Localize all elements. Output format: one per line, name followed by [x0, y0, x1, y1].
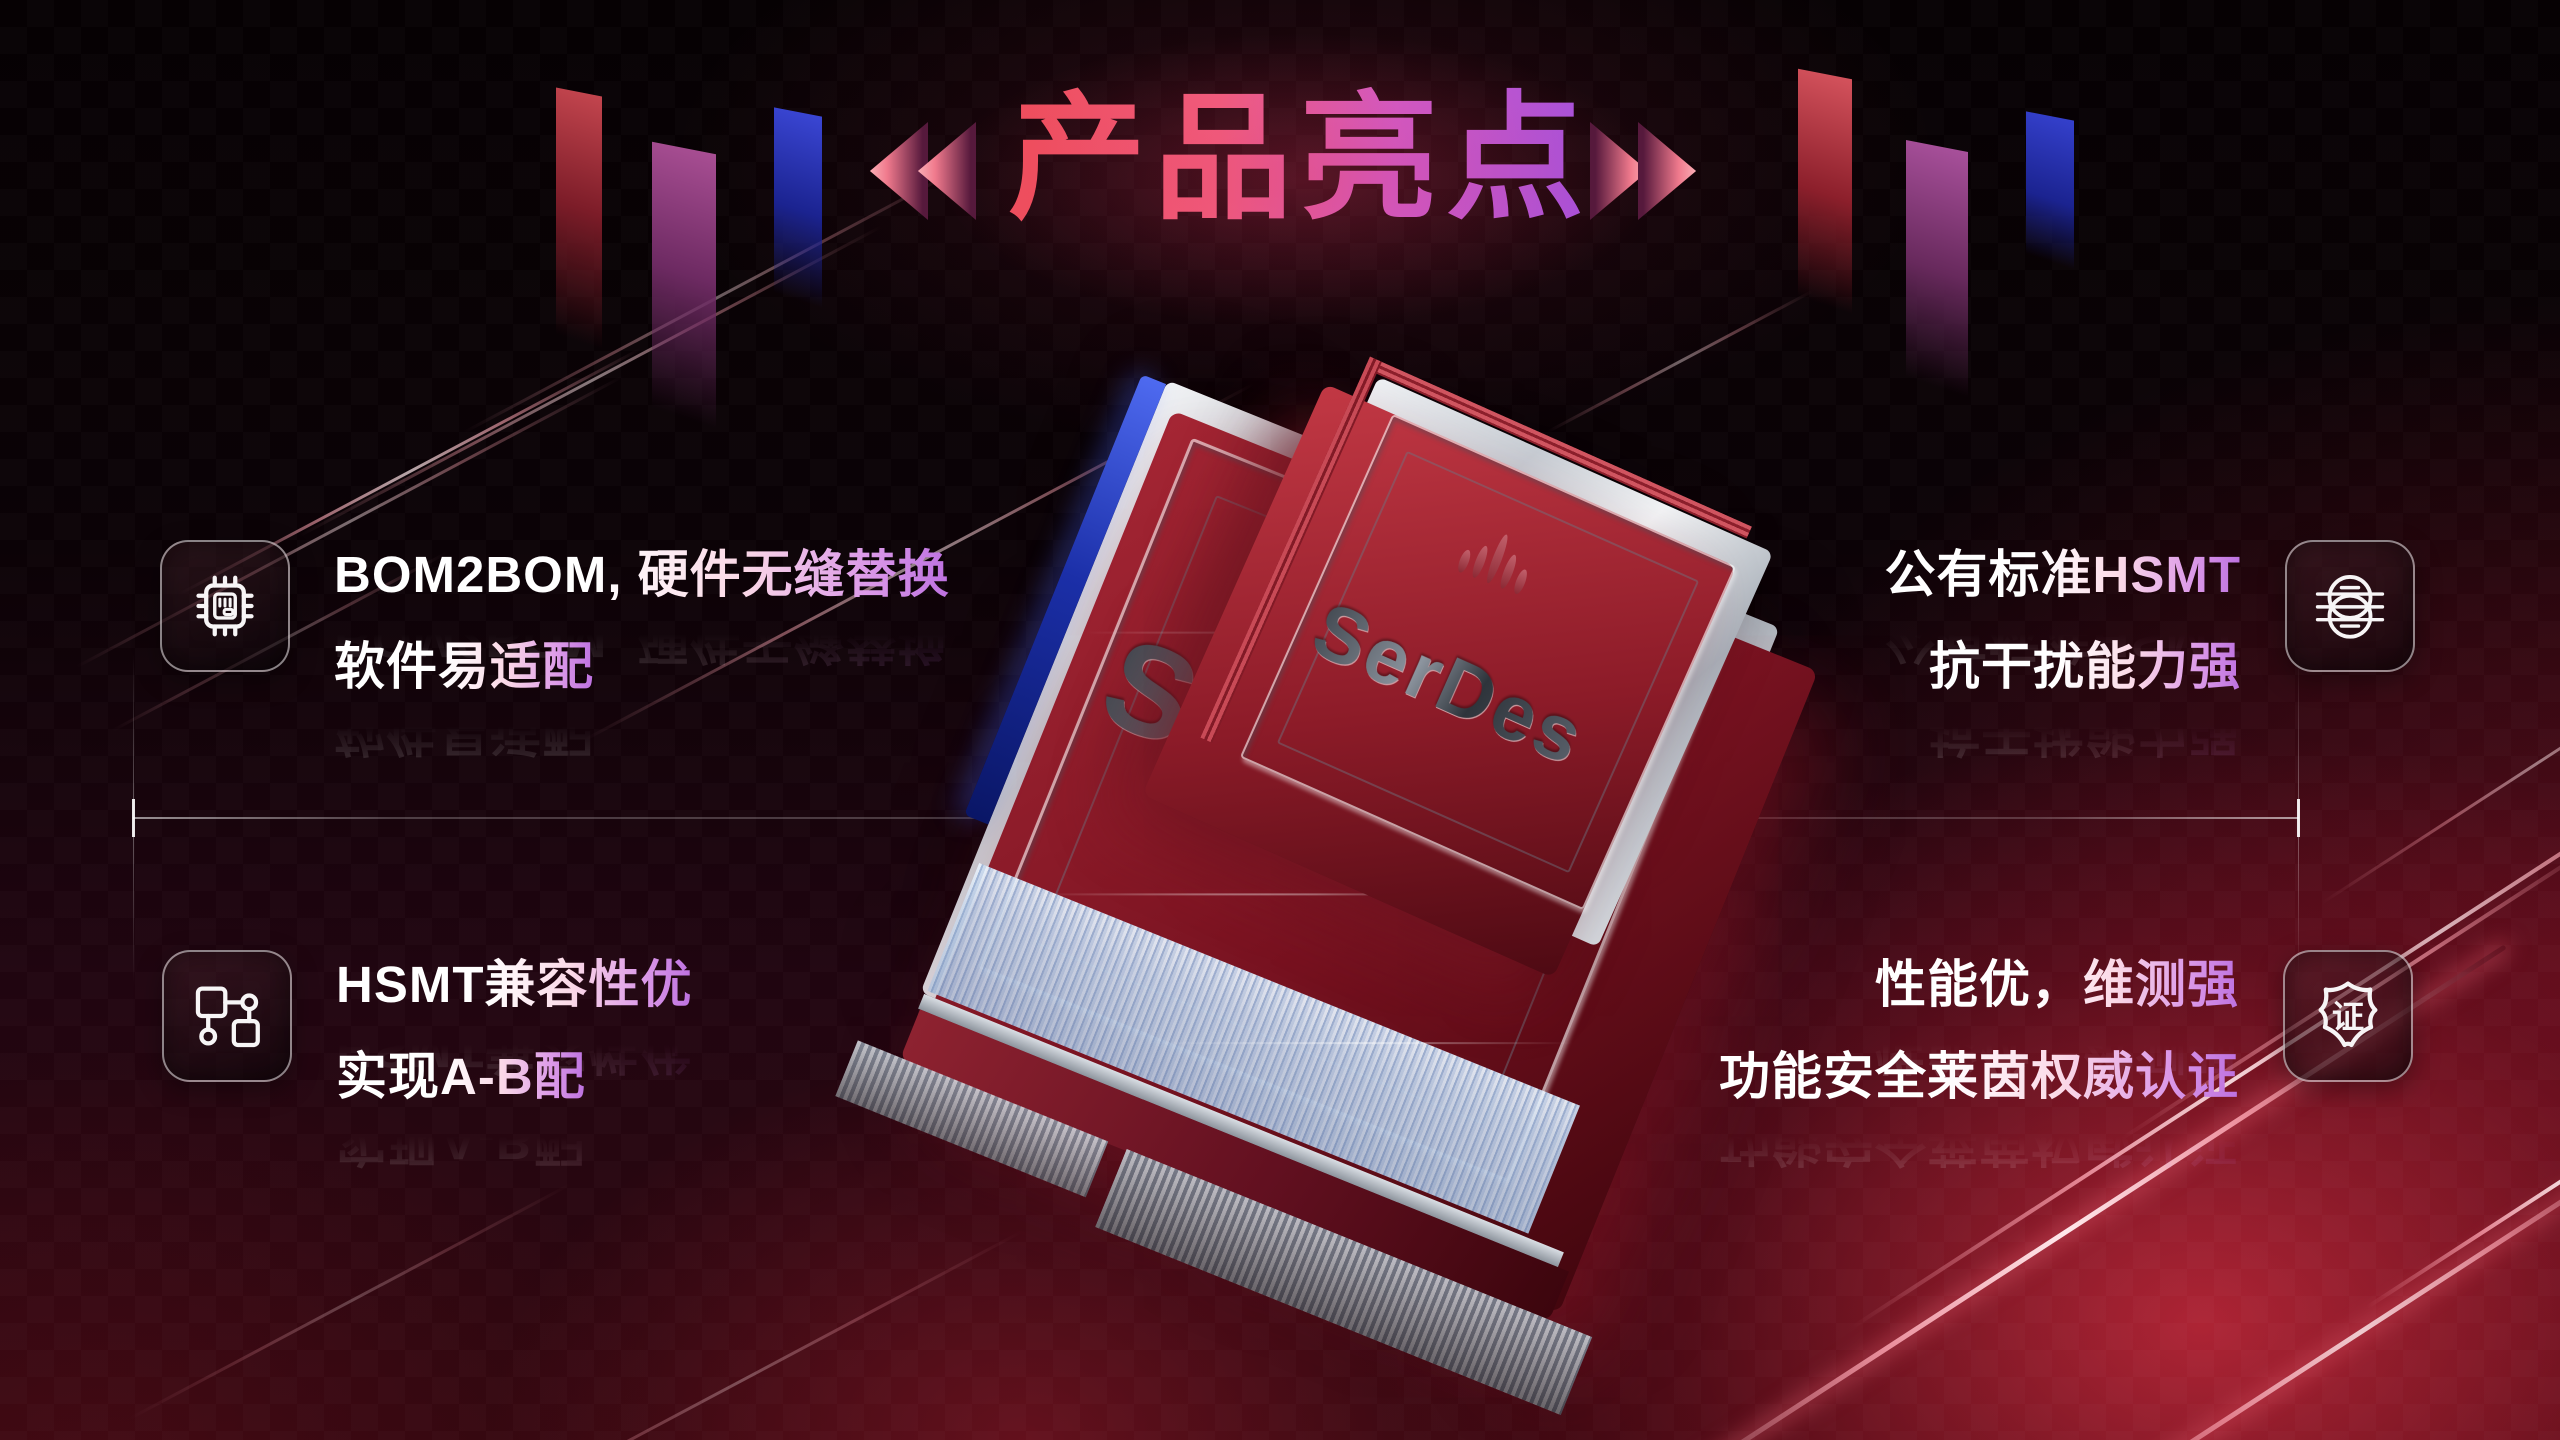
feature-bom2bom: BOM2BOM, 硬件无缝替换 BOM2BOM, 硬件无缝替换 软件易适配 软件… [160, 540, 950, 760]
divider-right-hairline [2298, 653, 2299, 983]
feature-line-text: 性能优，维测强 [1874, 956, 2239, 1013]
feature-line: 实现A-B配 实现A-B配 [336, 1046, 692, 1170]
divider-left-tick [132, 799, 135, 837]
divider-right-tick [2297, 799, 2300, 837]
feature-line-reflection: 功能安全莱茵权威认证 [1719, 1110, 2239, 1172]
feature-line-reflection: 实现A-B配 [336, 1110, 692, 1172]
deco-bar-purple-left [652, 141, 716, 435]
feature-performance-cert: 性能优，维测强 性能优，维测强 功能安全莱茵权威认证 功能安全莱茵权威认证 证 [1718, 950, 2413, 1170]
cert-badge-char: 证 [2332, 999, 2364, 1035]
feature-line-text: HSMT兼容性优 [336, 956, 693, 1013]
certification-shield-icon: 证 [2283, 950, 2413, 1082]
feature-text: 公有标准HSMT 公有标准HSMT 抗干扰能力强 抗干扰能力强 [1884, 540, 2241, 760]
topology-nodes-icon [162, 950, 292, 1082]
deco-bar-red-left [556, 87, 602, 357]
cpu-chip-icon [160, 540, 290, 672]
feature-line-text: 公有标准HSMT [1884, 546, 2241, 603]
double-chevron-left-icon [862, 122, 976, 220]
feature-line: HSMT兼容性优 HSMT兼容性优 [336, 954, 693, 1078]
feature-line: 功能安全莱茵权威认证 功能安全莱茵权威认证 [1718, 1046, 2239, 1170]
emi-rings-icon [2285, 540, 2415, 672]
feature-line-text: 软件易适配 [334, 638, 595, 695]
feature-line-text: 功能安全莱茵权威认证 [1718, 1048, 2239, 1105]
page-title: 产品亮点 [1008, 83, 1592, 236]
feature-line-text: BOM2BOM, 硬件无缝替换 [334, 546, 950, 603]
divider-left-hairline [133, 653, 134, 983]
feature-line-text: 抗干扰能力强 [1928, 638, 2241, 695]
horizontal-divider-line [133, 817, 2299, 819]
chevron-right-icon [1638, 122, 1697, 220]
feature-hsmt-compat: HSMT兼容性优 HSMT兼容性优 实现A-B配 实现A-B配 [162, 950, 693, 1170]
feature-line: BOM2BOM, 硬件无缝替换 BOM2BOM, 硬件无缝替换 [334, 544, 950, 668]
feature-line: 软件易适配 软件易适配 [334, 636, 950, 760]
feature-line: 抗干扰能力强 抗干扰能力强 [1885, 636, 2241, 760]
double-chevron-right-icon [1590, 122, 1704, 220]
feature-line-reflection: 抗干扰能力强 [1885, 700, 2241, 762]
deco-bar-purple-right [1906, 139, 1968, 403]
feature-line-reflection: 软件易适配 [334, 700, 950, 762]
feature-text: BOM2BOM, 硬件无缝替换 BOM2BOM, 硬件无缝替换 软件易适配 软件… [334, 540, 950, 760]
feature-line: 公有标准HSMT 公有标准HSMT [1884, 544, 2241, 668]
feature-text: HSMT兼容性优 HSMT兼容性优 实现A-B配 实现A-B配 [336, 950, 693, 1170]
deco-bar-blue-right [2026, 111, 2074, 271]
feature-text: 性能优，维测强 性能优，维测强 功能安全莱茵权威认证 功能安全莱茵权威认证 [1718, 950, 2239, 1170]
feature-hsmt-standard: 公有标准HSMT 公有标准HSMT 抗干扰能力强 抗干扰能力强 [1884, 540, 2415, 760]
feature-line-text: 实现A-B配 [336, 1048, 586, 1105]
feature-line: 性能优，维测强 性能优，维测强 [1719, 954, 2239, 1078]
